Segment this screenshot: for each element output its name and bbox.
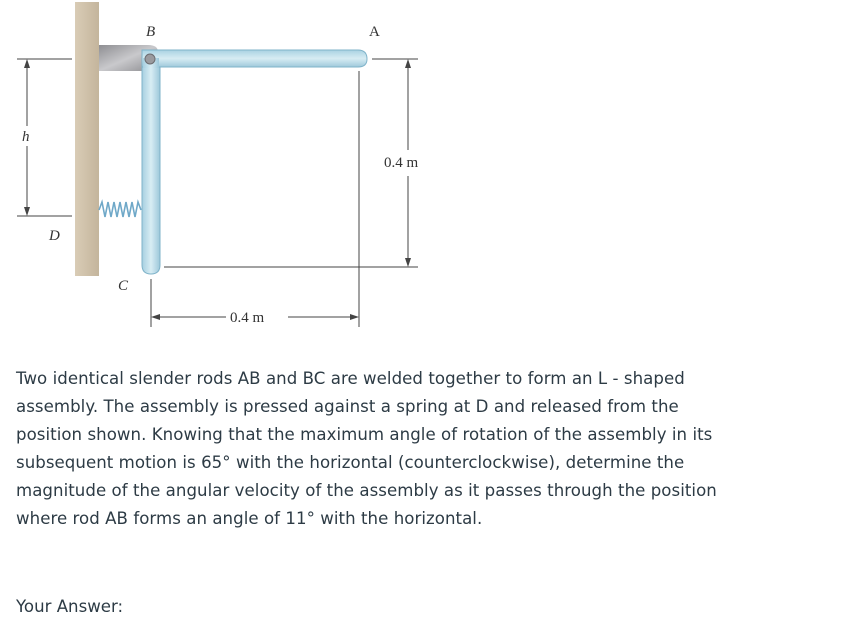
- problem-line: position shown. Knowing that the maximum…: [16, 425, 713, 444]
- wall: [75, 2, 99, 276]
- dimension-h: [17, 58, 72, 217]
- problem-line: assembly. The assembly is pressed agains…: [16, 397, 679, 416]
- label-c: C: [118, 278, 129, 294]
- label-b: B: [146, 24, 155, 40]
- problem-line: magnitude of the angular velocity of the…: [16, 481, 717, 500]
- problem-line: where rod AB forms an angle of 11° with …: [16, 509, 483, 528]
- problem-line: subsequent motion is 65° with the horizo…: [16, 453, 685, 472]
- rod-ab: [141, 49, 368, 68]
- dimension-horizontal: [150, 71, 360, 327]
- pin-b: [144, 53, 156, 65]
- problem-line: Two identical slender rods AB and BC are…: [16, 369, 685, 388]
- label-a: A: [369, 24, 380, 40]
- label-h: h: [22, 129, 30, 145]
- problem-statement: Two identical slender rods AB and BC are…: [16, 365, 831, 533]
- rod-bc: [141, 57, 161, 275]
- dimension-horizontal-label: 0.4 m: [230, 310, 265, 326]
- answer-label: Your Answer:: [16, 597, 124, 616]
- dimension-vertical: [164, 58, 418, 268]
- dimension-vertical-label: 0.4 m: [384, 155, 419, 171]
- spring: [98, 199, 142, 218]
- problem-figure: h D B C A 0.4 m 0.4 m: [0, 0, 460, 340]
- label-d: D: [48, 228, 60, 244]
